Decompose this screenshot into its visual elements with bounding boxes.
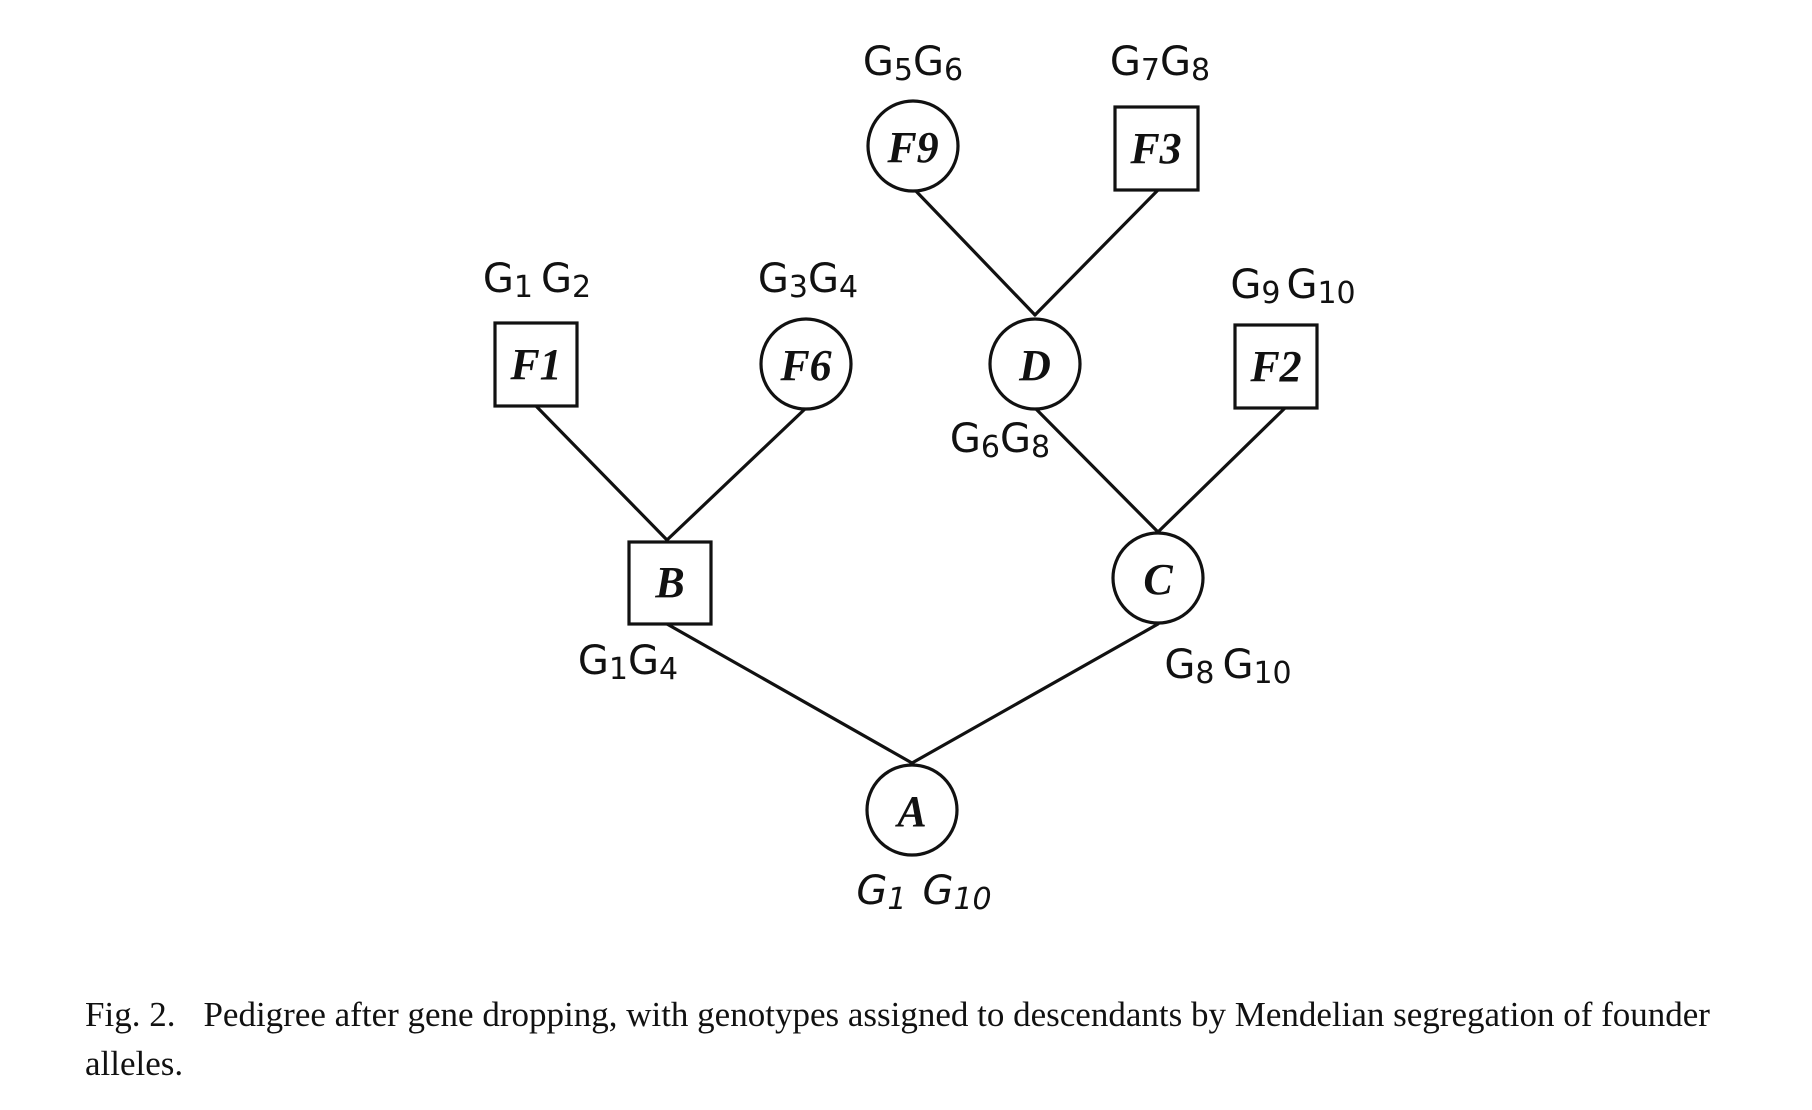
genotype-D: G6G8 xyxy=(950,416,1050,465)
node-label-B: B xyxy=(654,558,684,607)
figure-caption: Fig. 2.Pedigree after gene dropping, wit… xyxy=(85,990,1785,1088)
node-label-C: C xyxy=(1143,555,1173,604)
edge-F2-C xyxy=(1156,406,1287,534)
node-F3: F3 G7G8 xyxy=(1110,39,1210,192)
node-label-F6: F6 xyxy=(779,341,831,390)
edge-F3-D xyxy=(1033,188,1160,317)
node-label-D: D xyxy=(1018,341,1051,390)
node-label-F9: F9 xyxy=(886,123,938,172)
node-label-F1: F1 xyxy=(509,340,561,389)
edge-B-A xyxy=(665,622,914,765)
pedigree-edges xyxy=(534,186,1287,765)
male-square-F2 xyxy=(1233,323,1319,410)
figure-number: Fig. 2. xyxy=(85,995,176,1034)
node-label-F2: F2 xyxy=(1249,342,1301,391)
female-circle-C xyxy=(1111,531,1205,625)
edge-C-A xyxy=(910,622,1160,765)
genotype-F6: G3G4 xyxy=(758,256,858,305)
genotype-F9: G5G6 xyxy=(863,39,963,88)
genotype-B: G1G4 xyxy=(578,638,678,687)
female-circle-D xyxy=(988,317,1082,411)
female-circle-F6 xyxy=(759,317,853,411)
node-label-A: A xyxy=(894,787,926,836)
node-D: D G6G8 xyxy=(950,317,1082,465)
edge-F6-B xyxy=(665,406,808,542)
node-label-F3: F3 xyxy=(1129,124,1181,173)
node-B: B G1G4 xyxy=(578,540,713,687)
genotype-F3: G7G8 xyxy=(1110,39,1210,88)
male-square-F3 xyxy=(1113,105,1200,192)
edge-F1-B xyxy=(534,404,669,542)
node-F9: F9 G5G6 xyxy=(863,39,963,193)
node-F6: F6 G3G4 xyxy=(758,256,858,411)
edge-F9-D xyxy=(911,186,1037,317)
male-square-B xyxy=(627,540,713,626)
proband-circle-A xyxy=(865,763,959,857)
edge-D-C xyxy=(1033,406,1160,534)
female-circle-F9 xyxy=(866,99,960,193)
male-square-F1 xyxy=(493,321,579,408)
figure-caption-text: Pedigree after gene dropping, with genot… xyxy=(85,995,1710,1083)
